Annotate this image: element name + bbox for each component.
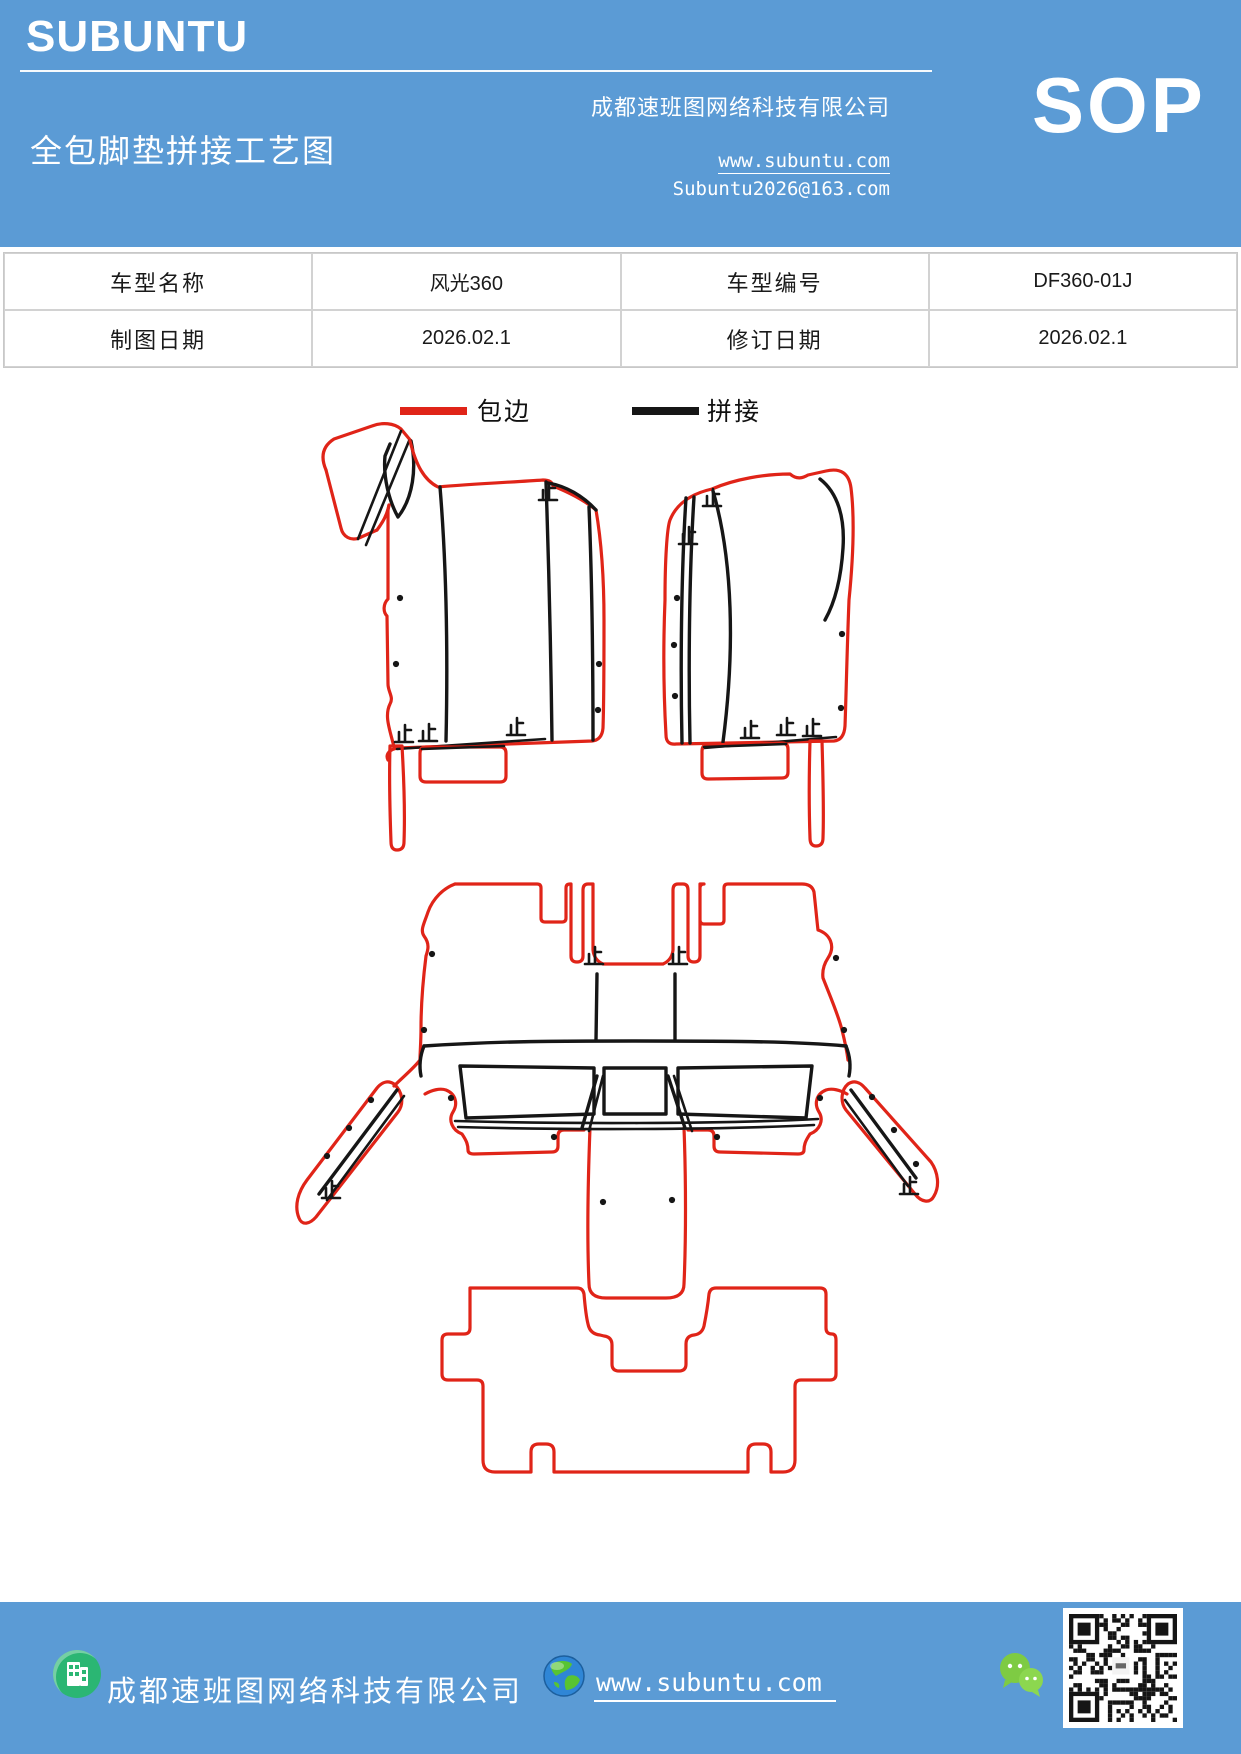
company-building-icon [53,1650,101,1698]
second-row-mat [392,882,852,1300]
stop-marks [320,481,920,1200]
sop-badge: SOP [1032,61,1206,149]
front-right-mat [662,468,855,848]
splice-swatch [632,407,699,415]
footer-website-link[interactable]: www.subuntu.com [594,1668,836,1702]
footer-company-name: 成都速班图网络科技有限公司 [107,1674,524,1708]
brand-logo: SUBUNTU [26,12,249,61]
model-name-value: 风光360 [312,253,621,310]
wechat-icon [1000,1653,1043,1697]
right-wing-strip [840,1080,940,1203]
revise-date-label: 修订日期 [620,310,929,367]
edge-binding-swatch [400,407,467,415]
left-wing-strip [295,1080,406,1225]
revise-date-value: 2026.02.1 [928,310,1237,367]
header-divider [20,70,932,72]
page-header: SUBUNTU 全包脚垫拼接工艺图 成都速班图网络科技有限公司 www.subu… [0,0,1241,247]
model-code-value: DF360-01J [928,253,1237,310]
header-website-link[interactable]: www.subuntu.com [718,150,890,174]
model-code-label: 车型编号 [620,253,929,310]
draw-date-label: 制图日期 [4,310,313,367]
rear-mat [440,1286,838,1474]
page-title: 全包脚垫拼接工艺图 [30,132,337,170]
header-email: Subuntu2026@163.com [672,178,890,200]
draw-date-value: 2026.02.1 [312,310,621,367]
vehicle-info-table: 车型名称 风光360 车型编号 DF360-01J 制图日期 2026.02.1… [3,252,1238,368]
qr-code [1063,1608,1183,1728]
edge-binding-label: 包边 [477,397,532,426]
model-name-label: 车型名称 [4,253,313,310]
splice-label: 拼接 [707,397,762,426]
front-left-mat [321,422,606,852]
globe-icon [543,1655,585,1697]
snap-dots [323,594,920,1206]
header-company-name: 成都速班图网络科技有限公司 [590,96,890,121]
